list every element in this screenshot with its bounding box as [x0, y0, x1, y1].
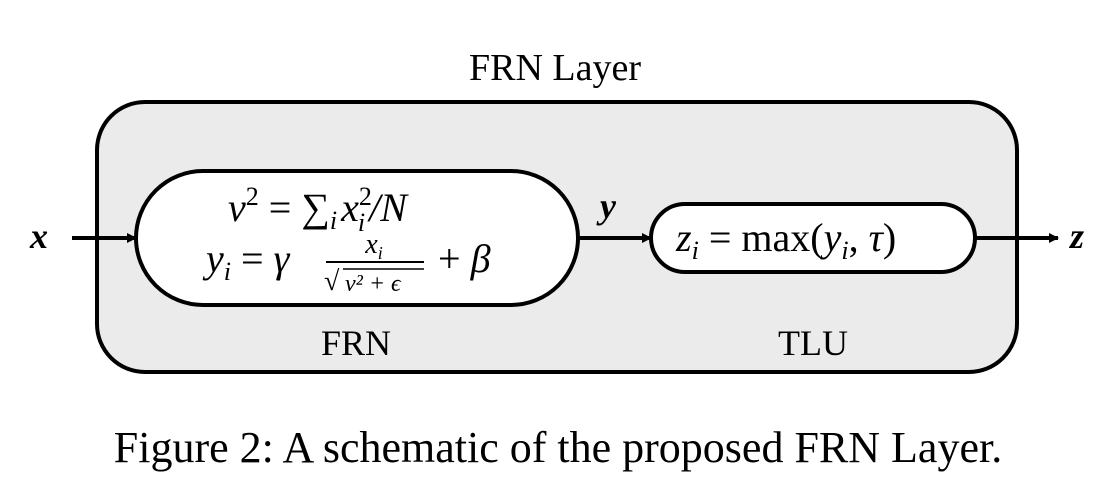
frn-equation-2-right: + β [438, 236, 491, 281]
tlu-equation: zi = max(yi, τ) [675, 215, 896, 265]
frn-label: FRN [321, 323, 391, 363]
outer-title: FRN Layer [469, 47, 641, 89]
frn-fraction-numerator: xi [364, 229, 382, 263]
frn-sqrt-sign: √ [324, 266, 340, 297]
frn-fraction-denominator: ν² + ϵ [345, 271, 402, 297]
input-variable: x [29, 216, 48, 256]
frn-equation-2-left: yi = γ [202, 236, 291, 286]
output-variable: z [1068, 216, 1084, 256]
tlu-label: TLU [778, 323, 848, 363]
figure-caption: Figure 2: A schematic of the proposed FR… [114, 423, 1002, 472]
mid-variable: y [596, 186, 617, 226]
